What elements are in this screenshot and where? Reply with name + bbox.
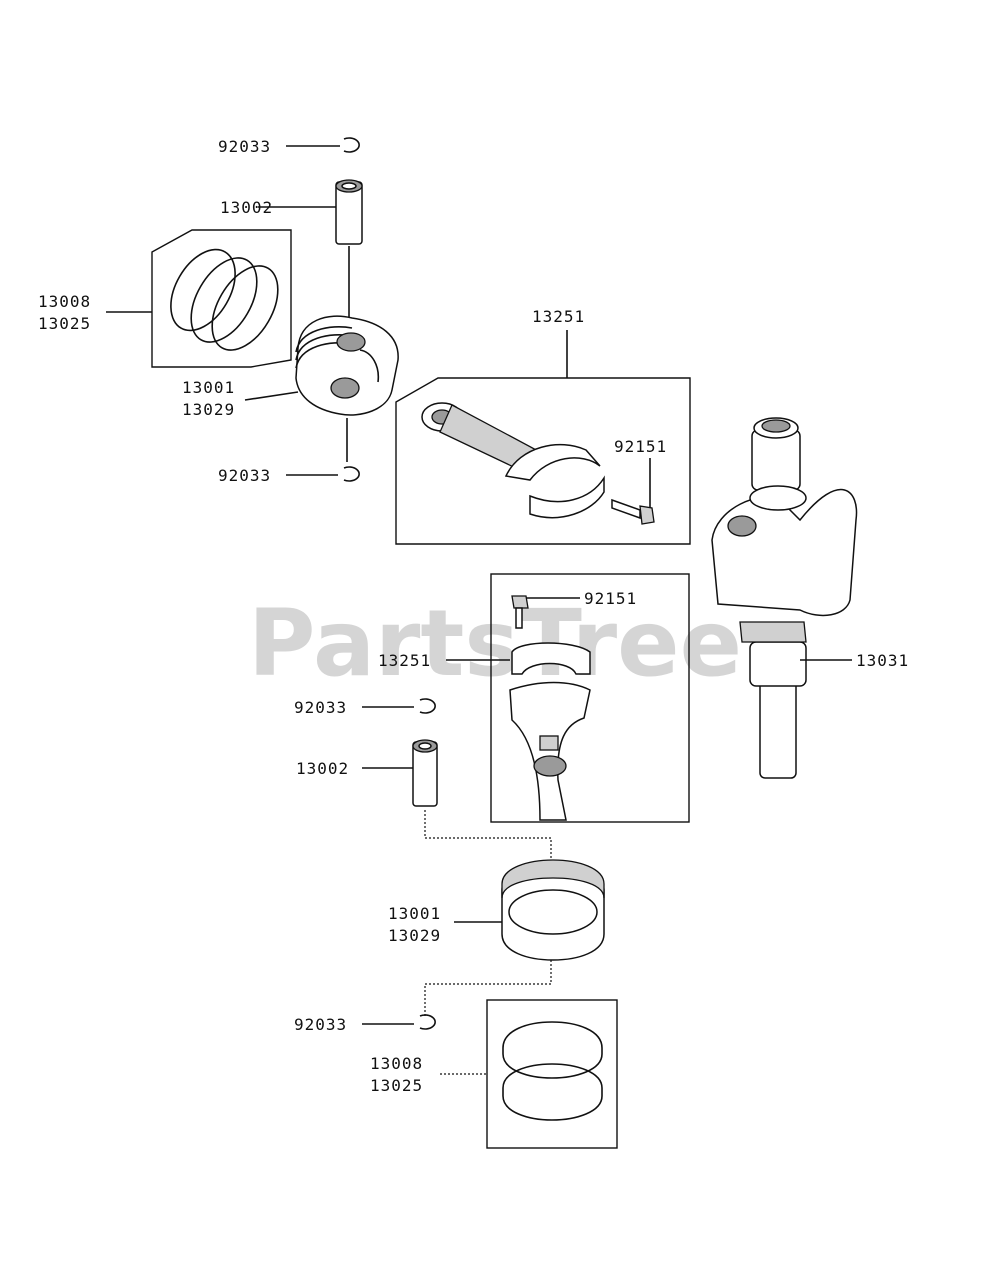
callout-92033-top-upper[interactable]: 92033 [218, 137, 271, 156]
callout-92033-top-lower[interactable]: 92033 [218, 466, 271, 485]
callout-13025-top[interactable]: 13025 [38, 314, 91, 333]
callout-13002-bot[interactable]: 13002 [296, 759, 349, 778]
circlip-bot-upper[interactable] [419, 698, 436, 714]
callout-92151-mid[interactable]: 92151 [584, 589, 637, 608]
callout-92033-bot-upper[interactable]: 92033 [294, 698, 347, 717]
crankshaft[interactable] [711, 417, 858, 779]
circlip-bot-lower[interactable] [419, 1014, 436, 1030]
callout-13001-bot[interactable]: 13001 [388, 904, 441, 923]
piston-rings-bot[interactable] [502, 1021, 603, 1121]
callout-13008-top[interactable]: 13008 [38, 292, 91, 311]
callout-13251-mid[interactable]: 13251 [378, 651, 431, 670]
callout-92033-bot-lower[interactable]: 92033 [294, 1015, 347, 1034]
piston-pin-top[interactable] [335, 179, 363, 245]
callout-13008-bot[interactable]: 13008 [370, 1054, 423, 1073]
callout-13025-bot[interactable]: 13025 [370, 1076, 423, 1095]
leader-line [424, 960, 552, 1016]
callout-13029-bot[interactable]: 13029 [388, 926, 441, 945]
leader-line [244, 391, 299, 401]
piston-top[interactable] [295, 315, 399, 416]
rings-box-top [151, 229, 292, 368]
rod-bolt-top[interactable] [611, 498, 655, 525]
watermark: PartsTree [248, 590, 742, 697]
rod-box-top [395, 377, 691, 545]
callout-13001-top[interactable]: 13001 [182, 378, 235, 397]
circlip-top-lower[interactable] [343, 466, 360, 482]
connecting-rod-mid[interactable] [509, 642, 591, 821]
callout-13251-top[interactable]: 13251 [532, 307, 585, 326]
piston-rings-top[interactable] [158, 238, 292, 361]
rod-box-mid [490, 573, 690, 823]
circlip-top-upper[interactable] [343, 137, 360, 153]
piston-pin-bot[interactable] [412, 739, 438, 807]
piston-bot[interactable] [501, 859, 605, 961]
connecting-rod-top[interactable] [421, 402, 605, 519]
callout-13029-top[interactable]: 13029 [182, 400, 235, 419]
callout-92151-top[interactable]: 92151 [614, 437, 667, 456]
callout-13002-top[interactable]: 13002 [220, 198, 273, 217]
rod-bolt-mid[interactable] [511, 595, 529, 629]
leader-line [424, 810, 552, 868]
callout-13031[interactable]: 13031 [856, 651, 909, 670]
rings-box-bot [486, 999, 618, 1149]
